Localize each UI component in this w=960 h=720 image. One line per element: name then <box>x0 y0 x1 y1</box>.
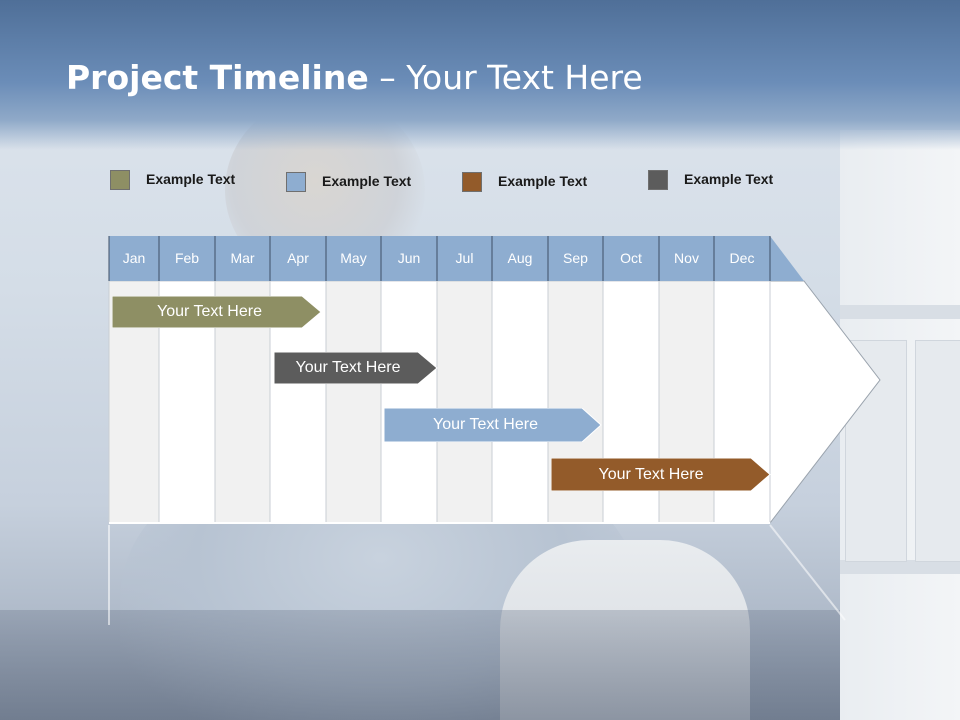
task-label: Your Text Here <box>433 416 538 433</box>
binder <box>915 340 960 562</box>
task-arrow <box>551 458 771 491</box>
legend-label: Example Text <box>146 171 236 187</box>
task-arrow <box>112 296 322 328</box>
shelf-board <box>840 305 960 319</box>
month-label: Mar <box>230 250 255 266</box>
month-label: Jun <box>397 250 421 266</box>
month-label: Jul <box>455 250 474 266</box>
slide-title: Project Timeline – Your Text Here <box>66 58 643 97</box>
title-band <box>0 0 960 150</box>
legend-swatch <box>648 170 668 190</box>
legend-swatch <box>462 172 482 192</box>
title-bold: Project Timeline <box>66 58 369 97</box>
task-label: Your Text Here <box>157 303 262 320</box>
month-label: Oct <box>620 250 642 266</box>
month-label: May <box>340 250 367 266</box>
legend-swatch <box>110 170 130 190</box>
month-dividers <box>108 236 771 281</box>
legend-label: Example Text <box>684 171 774 187</box>
legend-label: Example Text <box>322 173 412 189</box>
task-label: Your Text Here <box>598 466 704 483</box>
month-column <box>325 280 382 524</box>
shelf-board <box>840 560 960 574</box>
month-label: Nov <box>674 250 699 266</box>
task-bar: Your Text Here <box>384 408 602 442</box>
legend-label: Example Text <box>498 173 588 189</box>
month-column <box>436 280 493 524</box>
timeline-header <box>109 236 804 281</box>
month-label: Aug <box>507 250 533 266</box>
task-bar: Your Text Here <box>112 296 322 328</box>
month-column <box>491 280 549 524</box>
reflection-edge <box>769 524 846 621</box>
legend-swatch <box>286 172 306 192</box>
couch <box>0 610 960 720</box>
task-bar: Your Text Here <box>274 352 438 384</box>
month-label: Jan <box>122 250 146 266</box>
month-label: Apr <box>287 250 309 266</box>
task-bar: Your Text Here <box>551 458 771 491</box>
month-label: Sep <box>563 250 588 266</box>
bookshelf <box>840 130 960 720</box>
title-rest: – Your Text Here <box>368 58 643 97</box>
month-column <box>380 280 438 524</box>
task-label: Your Text Here <box>295 359 401 376</box>
task-arrow <box>384 408 602 442</box>
task-arrow <box>274 352 438 384</box>
month-label: Dec <box>729 250 755 266</box>
month-label: Feb <box>174 250 200 266</box>
